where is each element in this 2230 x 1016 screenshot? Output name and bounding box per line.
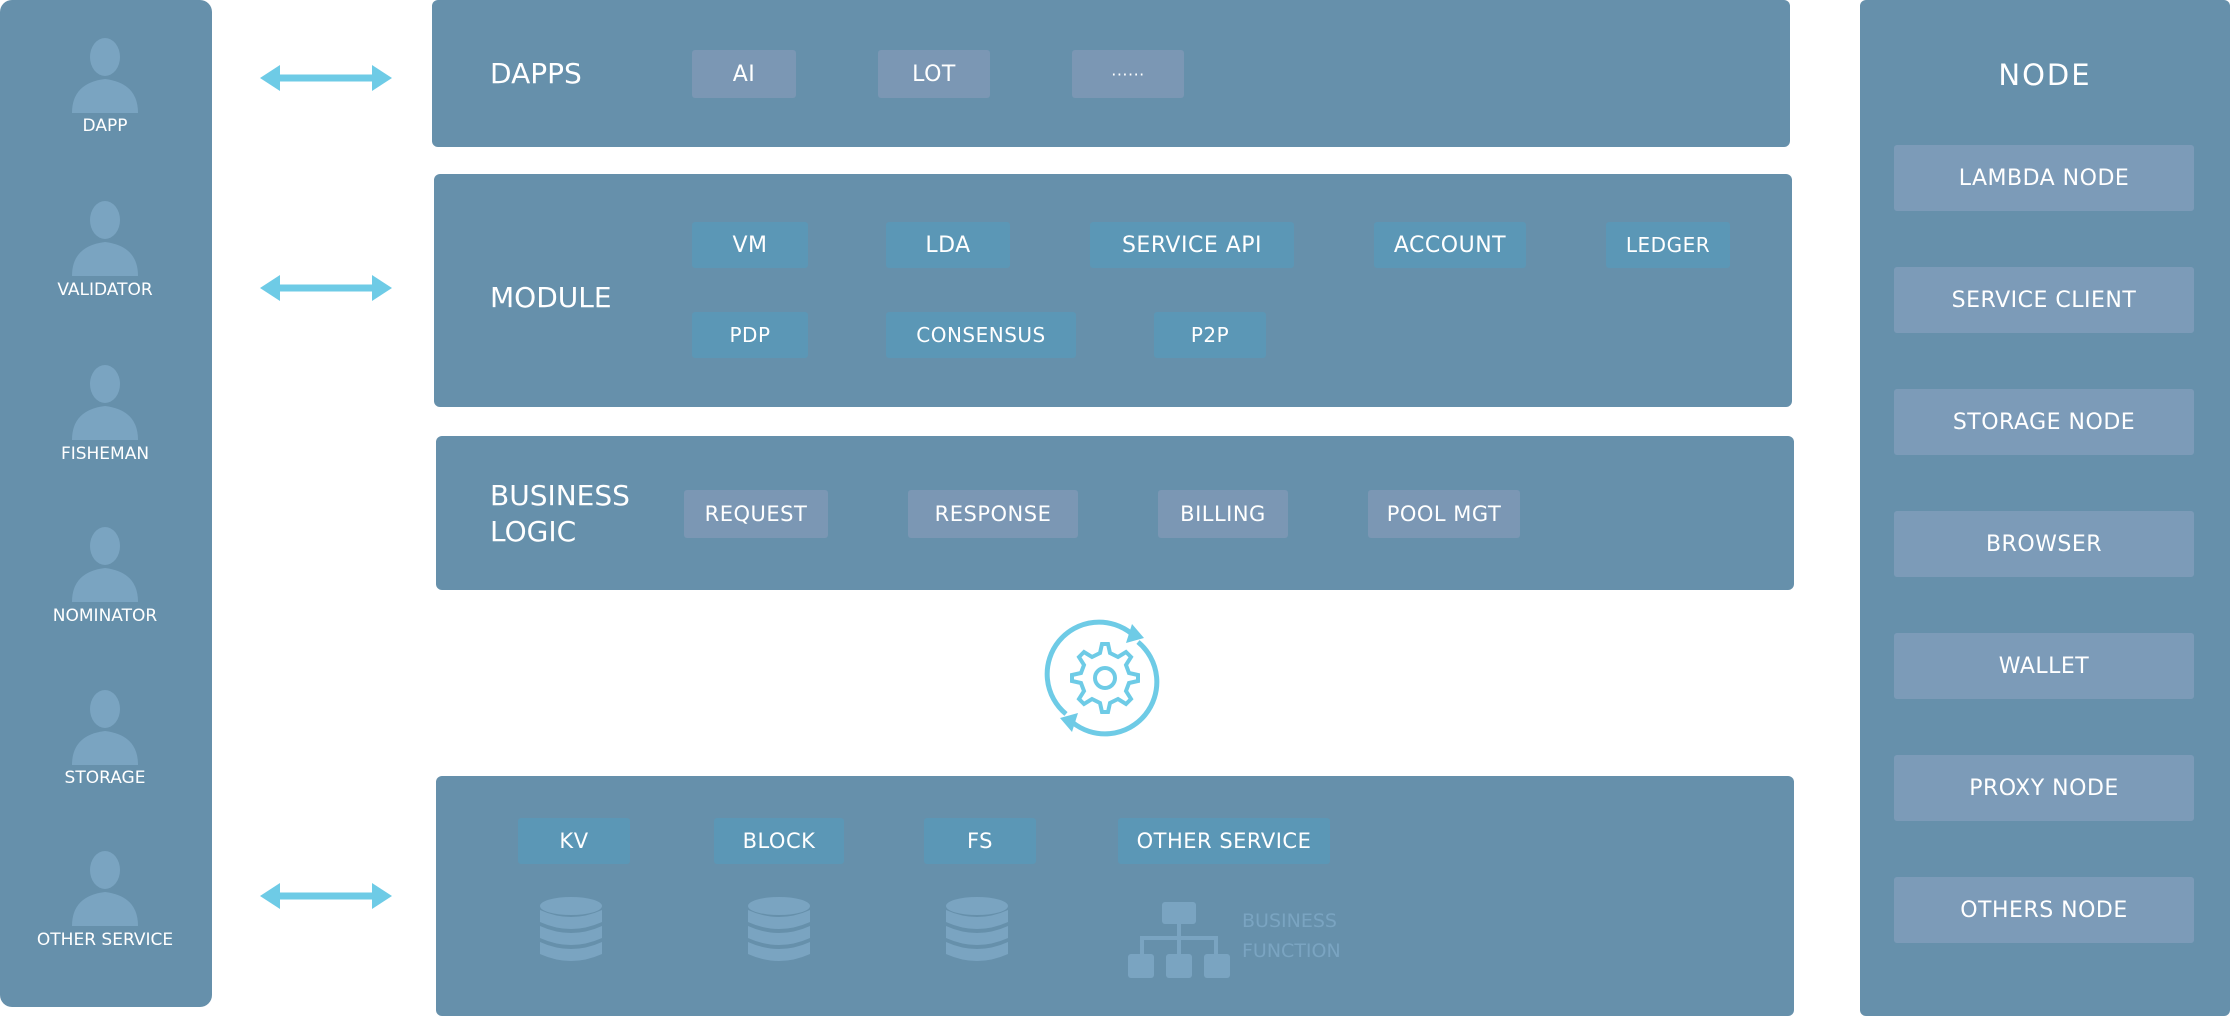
- business-chip-response: RESPONSE: [908, 490, 1078, 538]
- module-chip-lda: LDA: [886, 222, 1010, 268]
- node-chip-storage-node: STORAGE NODE: [1894, 389, 2194, 455]
- person-icon: [72, 365, 138, 440]
- dapp-chip-more: ······: [1072, 50, 1184, 98]
- node-panel: NODE LAMBDA NODE SERVICE CLIENT STORAGE …: [1860, 0, 2230, 1016]
- module-chip-consensus: CONSENSUS: [886, 312, 1076, 358]
- module-chip-vm: VM: [692, 222, 808, 268]
- module-chip-pdp: PDP: [692, 312, 808, 358]
- module-chip-account: ACCOUNT: [1374, 222, 1526, 268]
- gear-sync-icon: [1044, 619, 1160, 737]
- node-title: NODE: [1998, 58, 2092, 92]
- role-label-fisheman: FISHEMAN: [60, 444, 150, 464]
- person-icon: [72, 851, 138, 926]
- module-title: MODULE: [490, 281, 612, 314]
- double-arrow-icon: [260, 65, 392, 91]
- database-icon: [946, 897, 1008, 961]
- role-label-nominator: NOMINATOR: [52, 606, 158, 626]
- role-label-other-service: OTHER SERVICE: [36, 930, 174, 950]
- role-label-dapp: DAPP: [82, 116, 128, 136]
- business-function-label-line2: FUNCTION: [1242, 940, 1341, 962]
- dapps-title: DAPPS: [490, 57, 582, 90]
- business-chip-request: REQUEST: [684, 490, 828, 538]
- role-label-storage: STORAGE: [64, 768, 146, 788]
- business-logic-title-line2: LOGIC: [490, 515, 577, 548]
- business-function-label-line1: BUSINESS: [1242, 910, 1337, 932]
- double-arrow-icon: [260, 275, 392, 301]
- storage-chip-kv: KV: [518, 818, 630, 864]
- database-icon: [540, 897, 602, 961]
- storage-chip-fs: FS: [924, 818, 1036, 864]
- person-icon: [72, 38, 138, 113]
- node-chip-proxy-node: PROXY NODE: [1894, 755, 2194, 821]
- database-icon: [748, 897, 810, 961]
- module-panel: MODULE VM LDA SERVICE API ACCOUNT LEDGER…: [434, 174, 1792, 407]
- module-chip-p2p: P2P: [1154, 312, 1266, 358]
- node-chip-lambda-node: LAMBDA NODE: [1894, 145, 2194, 211]
- business-chip-pool-mgt: POOL MGT: [1368, 490, 1520, 538]
- dapp-chip-lot: LOT: [878, 50, 990, 98]
- roles-panel: DAPP VALIDATOR FISHEMAN NOMINATOR STORAG…: [0, 0, 212, 1007]
- storage-chip-other-service: OTHER SERVICE: [1118, 818, 1330, 864]
- storage-chip-block: BLOCK: [714, 818, 844, 864]
- business-logic-panel: BUSINESS LOGIC REQUEST RESPONSE BILLING …: [436, 436, 1794, 590]
- business-logic-title-line1: BUSINESS: [490, 479, 630, 512]
- double-arrow-icon: [260, 883, 392, 909]
- person-icon: [72, 690, 138, 765]
- module-chip-service-api: SERVICE API: [1090, 222, 1294, 268]
- node-chip-others-node: OTHERS NODE: [1894, 877, 2194, 943]
- business-chip-billing: BILLING: [1158, 490, 1288, 538]
- person-icon: [72, 201, 138, 276]
- storage-panel: KV BLOCK FS OTHER SERVICE BUSINESS FUNCT…: [436, 776, 1794, 1016]
- dapps-panel: DAPPS AI LOT ······: [432, 0, 1790, 147]
- node-chip-browser: BROWSER: [1894, 511, 2194, 577]
- node-chip-wallet: WALLET: [1894, 633, 2194, 699]
- person-icon: [72, 527, 138, 602]
- role-label-validator: VALIDATOR: [57, 280, 153, 300]
- org-chart-icon: [1128, 902, 1230, 978]
- module-chip-ledger: LEDGER: [1606, 222, 1730, 268]
- node-chip-service-client: SERVICE CLIENT: [1894, 267, 2194, 333]
- dapp-chip-ai: AI: [692, 50, 796, 98]
